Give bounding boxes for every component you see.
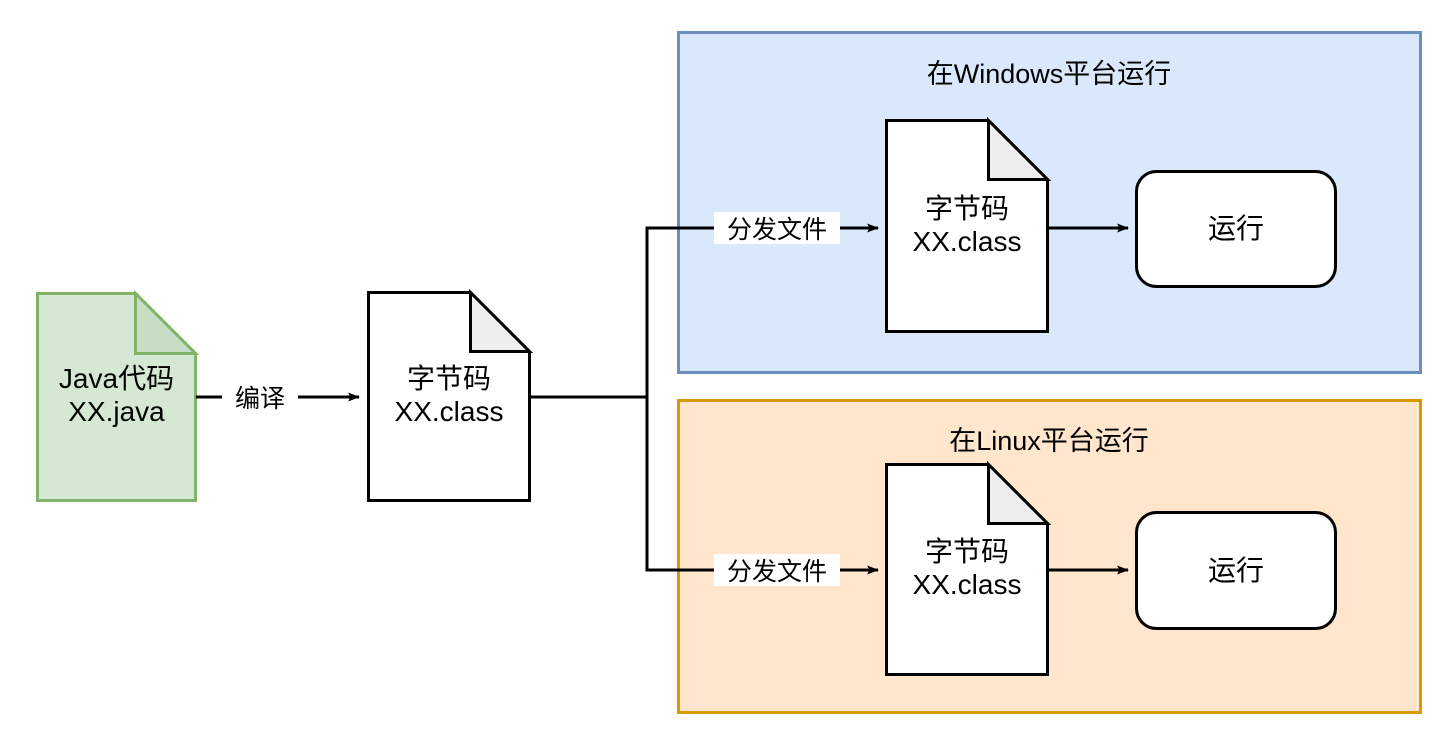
edge-distribute-windows-label: 分发文件 (714, 212, 840, 244)
bytecode-file-linux-fold (987, 460, 1052, 525)
edge-distribute-linux-label: 分发文件 (714, 554, 840, 586)
java-source-file-fold (134, 289, 200, 355)
java-source-file-shape (36, 292, 197, 502)
run-box-linux-shape (1135, 511, 1337, 630)
run-box-windows-shape (1135, 170, 1337, 288)
linux-platform-title: 在Linux平台运行 (949, 426, 1149, 456)
windows-platform-title: 在Windows平台运行 (926, 59, 1172, 89)
bytecode-file-main-shape (367, 291, 531, 502)
bytecode-file-main-fold (469, 288, 534, 353)
bytecode-file-windows-fold (987, 116, 1052, 181)
edge-compile-label: 编译 (222, 381, 298, 413)
